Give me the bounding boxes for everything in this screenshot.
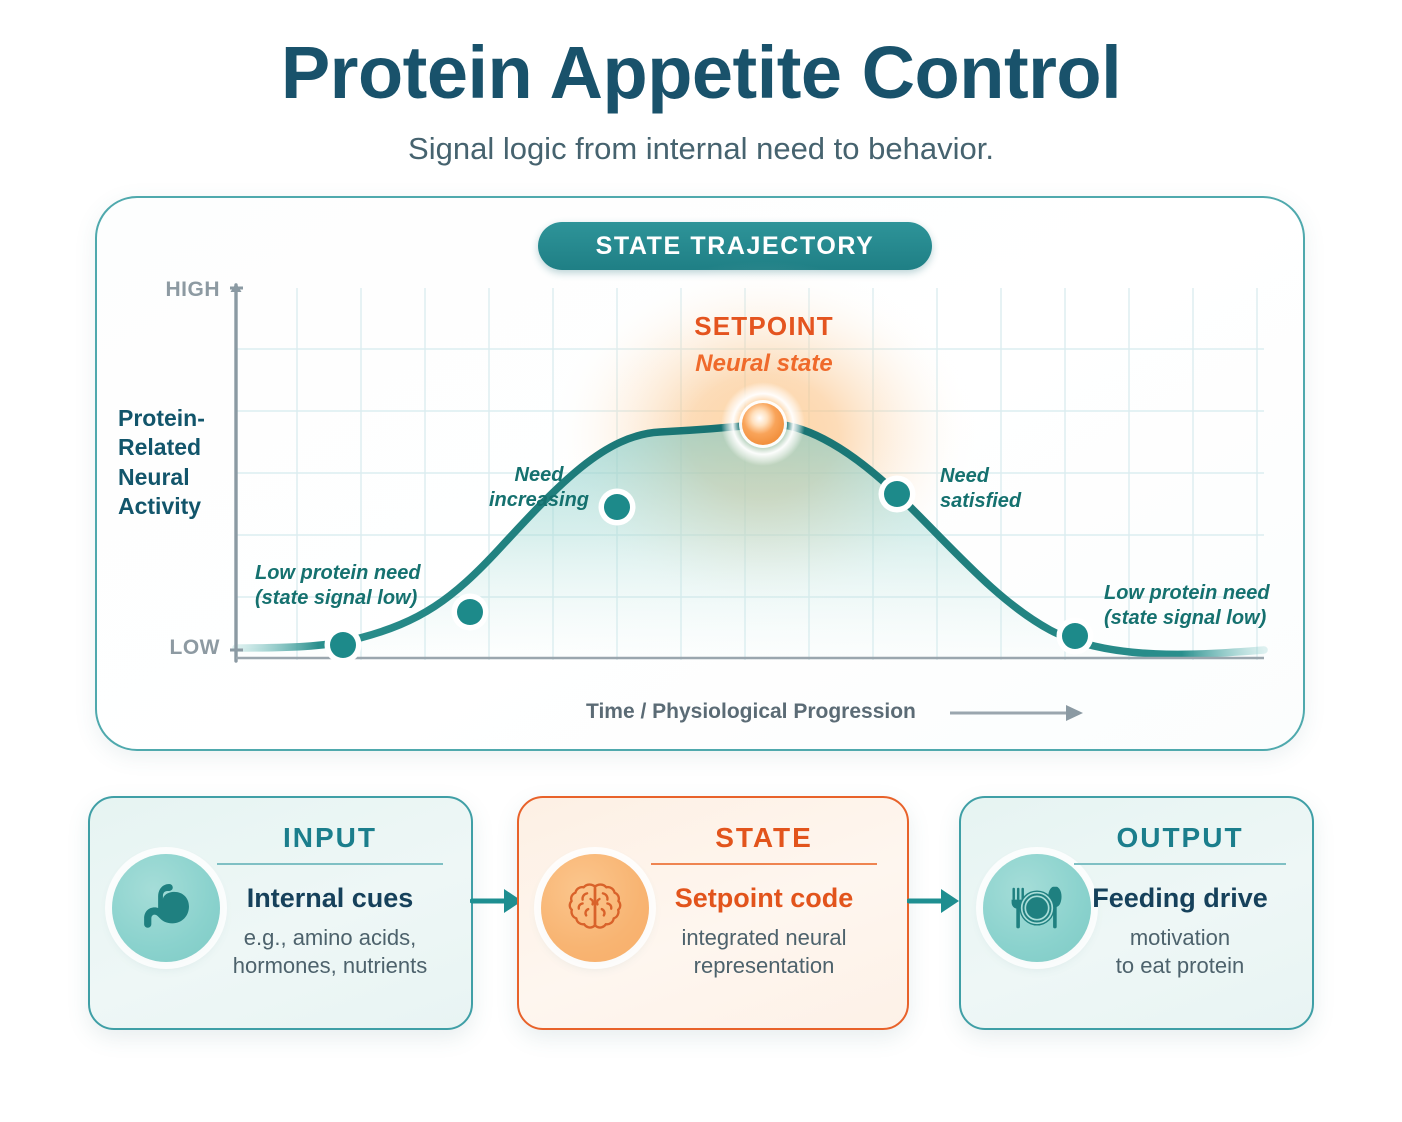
flow-card-state-kicker: STATE	[715, 822, 813, 853]
flow-card-state[interactable]: STATE Setpoint code integrated neural re…	[517, 796, 909, 1030]
plate-cutlery-icon	[983, 854, 1091, 962]
flow-card-output-body: OUTPUT Feeding drive motivation to eat p…	[1062, 822, 1298, 980]
annotation-need-increasing: Need increasing	[483, 463, 595, 513]
state-trajectory-panel	[95, 196, 1305, 751]
state-trajectory-badge: STATE TRAJECTORY	[538, 222, 932, 270]
flow-card-input-head: Internal cues	[246, 883, 414, 913]
arrow-right-icon	[470, 889, 522, 913]
flow-card-state-divider	[651, 863, 877, 865]
arrow-right-icon	[907, 889, 959, 913]
setpoint-sublabel: Neural state	[695, 350, 833, 377]
annotation-low-right-line2: (state signal low)	[1104, 606, 1267, 629]
setpoint-label: SETPOINT	[694, 311, 834, 341]
annotation-need-satisfied-line1: Need	[940, 465, 989, 487]
page-subtitle: Signal logic from internal need to behav…	[408, 131, 994, 166]
flow-card-input-desc: e.g., amino acids, hormones, nutrients	[205, 924, 455, 980]
annotation-low-left-line1: Low protein need	[255, 562, 421, 584]
y-axis-label: Protein-Related Neural Activity	[118, 405, 205, 520]
annotation-need-increasing-line2: increasing	[488, 488, 590, 511]
flow-card-state-body: STATE Setpoint code integrated neural re…	[639, 822, 889, 980]
y-axis-tick-high: HIGH	[165, 278, 220, 301]
flow-card-state-desc: integrated neural representation	[639, 924, 889, 980]
brain-icon	[541, 854, 649, 962]
flow-card-state-desc-line2: representation	[693, 953, 835, 979]
flow-card-input-body: INPUT Internal cues e.g., amino acids, h…	[205, 822, 455, 980]
flow-card-input-desc-line2: hormones, nutrients	[232, 953, 428, 979]
flow-card-state-head: Setpoint code	[674, 883, 854, 913]
annotation-low-left: Low protein need (state signal low)	[255, 561, 421, 611]
flow-card-input-kicker: INPUT	[283, 822, 377, 853]
flow-card-output-desc-line2: to eat protein	[1115, 953, 1245, 979]
x-axis-label: Time / Physiological Progression	[586, 700, 916, 723]
annotation-low-right-line1: Low protein need	[1104, 582, 1270, 604]
flow-card-input[interactable]: INPUT Internal cues e.g., amino acids, h…	[88, 796, 473, 1030]
y-axis-tick-low: LOW	[169, 636, 220, 659]
page-title: Protein Appetite Control	[280, 31, 1122, 114]
annotation-need-satisfied: Need satisfied	[940, 464, 1050, 514]
annotation-need-satisfied-line2: satisfied	[940, 489, 1022, 512]
flow-card-output[interactable]: OUTPUT Feeding drive motivation to eat p…	[959, 796, 1314, 1030]
flow-card-output-head: Feeding drive	[1092, 883, 1268, 913]
annotation-low-left-line2: (state signal low)	[255, 586, 418, 609]
annotation-need-increasing-line1: Need	[514, 464, 564, 486]
flow-card-output-desc-line1: motivation	[1129, 925, 1231, 950]
stomach-icon	[112, 854, 220, 962]
flow-card-output-desc: motivation to eat protein	[1062, 924, 1298, 980]
flow-card-input-divider	[217, 863, 443, 865]
annotation-low-right: Low protein need (state signal low)	[1104, 581, 1270, 631]
flow-card-output-kicker: OUTPUT	[1116, 822, 1244, 853]
flow-card-input-desc-line1: e.g., amino acids,	[243, 925, 417, 950]
flow-card-output-divider	[1074, 863, 1286, 865]
flow-card-state-desc-line1: integrated neural	[681, 925, 847, 950]
